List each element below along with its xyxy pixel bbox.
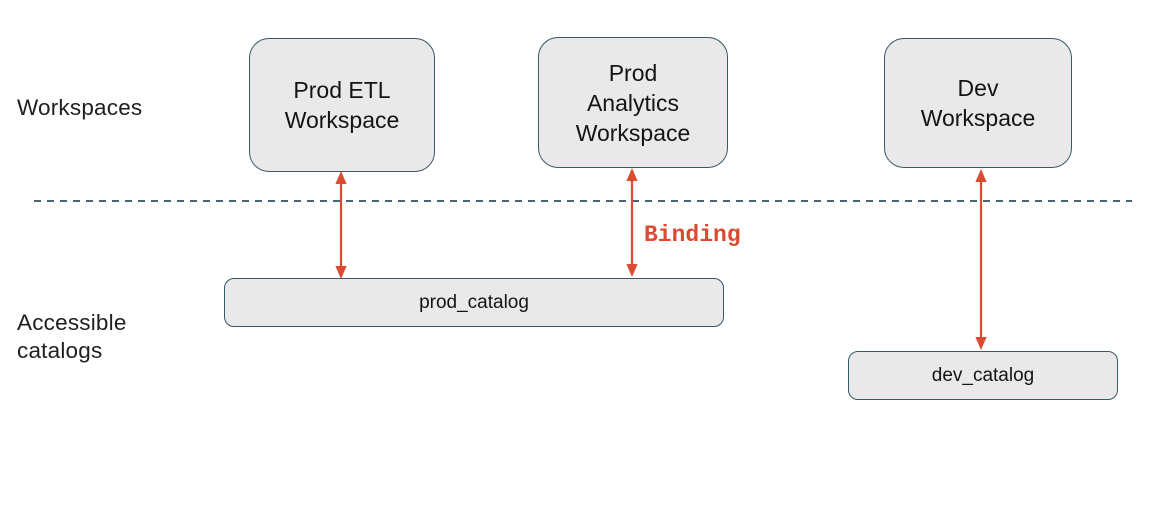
prod-etl-to-prod-catalog-arrow xyxy=(335,171,347,279)
dev-workspace-to-dev-catalog-arrow xyxy=(975,169,987,350)
dev-workspace-label-line2: Workspace xyxy=(920,105,1036,131)
binding-annotation-label: Binding xyxy=(644,222,741,248)
accessible-catalogs-label-line2: catalogs xyxy=(17,338,103,363)
workspaces-row-label: Workspaces xyxy=(17,95,143,120)
prod-etl-workspace-box: Prod ETL Workspace xyxy=(249,38,435,172)
prod-etl-workspace-label-line2: Workspace xyxy=(284,107,400,133)
prod-analytics-workspace-box: Prod Analytics Workspace xyxy=(538,37,728,168)
dev-catalog-box: dev_catalog xyxy=(848,351,1118,400)
prod-analytics-workspace-label-line1: Prod xyxy=(608,59,658,86)
dev-catalog-label: dev_catalog xyxy=(931,364,1035,386)
accessible-catalogs-row-label: Accessible catalogs xyxy=(17,309,127,365)
prod-catalog-label: prod_catalog xyxy=(419,291,529,313)
accessible-catalogs-label-line1: Accessible xyxy=(17,310,127,335)
prod-etl-workspace-label-line1: Prod ETL xyxy=(293,77,391,103)
prod-analytics-workspace-label-line2: Analytics xyxy=(586,89,680,116)
prod-analytics-to-prod-catalog-binding-arrow xyxy=(626,168,638,277)
workspace-catalog-boundary-dashed-line xyxy=(34,200,1132,202)
dev-workspace-box: Dev Workspace xyxy=(884,38,1072,168)
prod-catalog-box: prod_catalog xyxy=(224,278,724,327)
dev-workspace-label-line1: Dev xyxy=(957,75,999,101)
prod-analytics-workspace-label-line3: Workspace xyxy=(575,119,691,146)
